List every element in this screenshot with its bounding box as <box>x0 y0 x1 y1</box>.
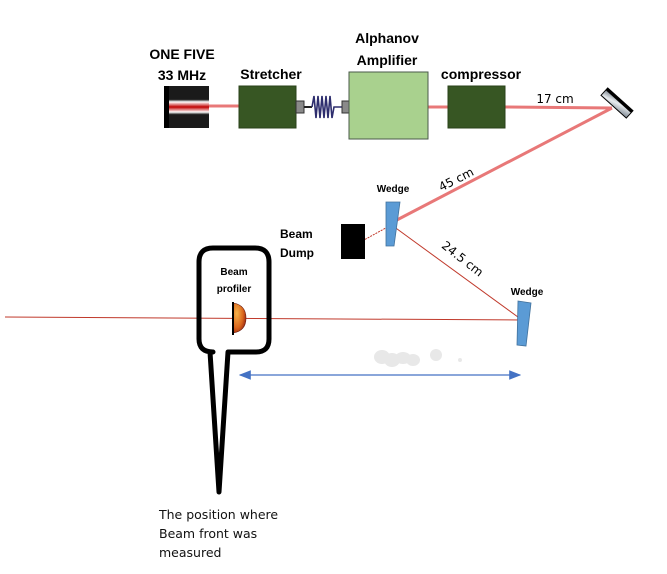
beam-wedge1-to-dump <box>363 223 394 241</box>
compressor-label: compressor <box>441 66 522 82</box>
wedge2-icon <box>516 300 532 347</box>
distance-24-5cm-label: 24.5 cm <box>439 238 486 279</box>
beam-wedge1-to-wedge2 <box>392 225 523 321</box>
amplifier-label-line1: Alphanov <box>355 30 419 46</box>
mirror-icon <box>600 87 634 119</box>
beam-profiler-label-line1: Beam <box>220 267 247 278</box>
beam-mirror-to-wedge1 <box>392 106 613 224</box>
caption-line2: Beam front was <box>159 526 258 541</box>
wedge1-label: Wedge <box>377 184 410 195</box>
smudge-marks <box>374 349 462 367</box>
beam-dump-label-line1: Beam <box>280 227 313 241</box>
beam-profiler-icon <box>232 302 247 335</box>
beam-profiler-label-line2: profiler <box>217 284 252 295</box>
stretcher-box <box>238 85 297 129</box>
callout-caption: The position where Beam front was measur… <box>159 505 309 562</box>
laser-label-line2: 33 MHz <box>158 67 206 83</box>
beam-dump-block <box>341 224 365 259</box>
beam-dump-label-line2: Dump <box>280 246 314 260</box>
caption-line1: The position where <box>159 507 279 522</box>
fiber-spring-icon <box>295 95 351 119</box>
wedge1-icon <box>385 201 401 247</box>
amplifier-box <box>348 71 429 140</box>
distance-17cm-label: 17 cm <box>536 92 573 106</box>
amplifier-label-line2: Amplifier <box>357 52 418 68</box>
beam-wedge2-to-profiler <box>4 316 523 321</box>
wedge2-label: Wedge <box>511 287 544 298</box>
caption-line3: measured <box>159 545 222 560</box>
compressor-box <box>447 85 506 129</box>
stretcher-label: Stretcher <box>240 66 302 82</box>
callout-bubble <box>196 245 272 495</box>
laser-label-line1: ONE FIVE <box>149 46 214 62</box>
beam-compressor-to-mirror <box>504 105 613 110</box>
laser-source <box>164 86 209 128</box>
